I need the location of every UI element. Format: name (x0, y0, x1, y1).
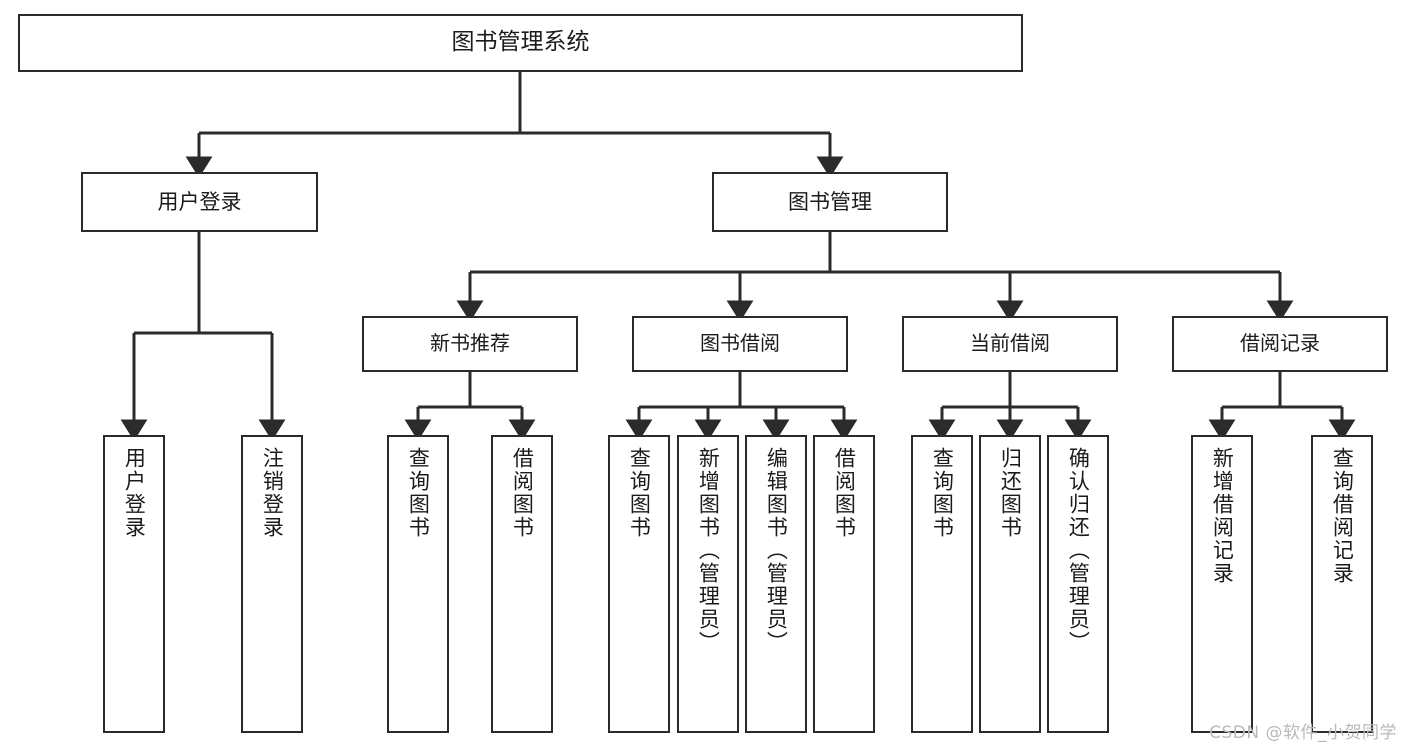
node-label: 当前借阅 (970, 331, 1050, 356)
leaf-current-confirm-return-admin[interactable]: 确认归还（管理员） (1047, 435, 1109, 733)
node-label: 借阅记录 (1240, 331, 1320, 356)
node-label: 归还图书 (998, 447, 1023, 539)
node-label: 查询借阅记录 (1330, 447, 1355, 585)
node-label: 图书管理系统 (451, 29, 590, 56)
node-label: 查询图书 (930, 447, 955, 539)
node-current-borrow[interactable]: 当前借阅 (902, 316, 1118, 372)
node-label: 注销登录 (260, 447, 285, 539)
node-label: 用户登录 (122, 447, 147, 539)
node-book-management[interactable]: 图书管理 (712, 172, 948, 232)
node-label: 用户登录 (157, 189, 242, 214)
node-borrow-record[interactable]: 借阅记录 (1172, 316, 1388, 372)
node-label: 图书管理 (788, 189, 872, 214)
leaf-borrow-query-book[interactable]: 查询图书 (608, 435, 670, 733)
leaf-record-query-borrow-record[interactable]: 查询借阅记录 (1311, 435, 1373, 733)
node-label: 图书借阅 (700, 331, 780, 356)
leaf-recommend-query-book[interactable]: 查询图书 (387, 435, 449, 733)
leaf-borrow-edit-book-admin[interactable]: 编辑图书（管理员） (745, 435, 807, 733)
leaf-recommend-borrow-book[interactable]: 借阅图书 (491, 435, 553, 733)
leaf-user-login-login[interactable]: 用户登录 (103, 435, 165, 733)
node-label: 编辑图书（管理员） (764, 447, 789, 654)
node-label: 确认归还（管理员） (1066, 447, 1091, 654)
node-new-book-recommend[interactable]: 新书推荐 (362, 316, 578, 372)
leaf-current-query-book[interactable]: 查询图书 (911, 435, 973, 733)
node-label: 新书推荐 (430, 331, 510, 356)
node-label: 借阅图书 (832, 447, 857, 539)
leaf-record-add-borrow-record[interactable]: 新增借阅记录 (1191, 435, 1253, 733)
csdn-watermark: CSDN @软件_小贺同学 (1209, 723, 1397, 743)
node-label: 新增借阅记录 (1210, 447, 1235, 585)
node-label: 查询图书 (406, 447, 431, 539)
leaf-borrow-borrow-book[interactable]: 借阅图书 (813, 435, 875, 733)
node-user-login[interactable]: 用户登录 (81, 172, 318, 232)
node-root-book-management-system[interactable]: 图书管理系统 (18, 14, 1023, 72)
node-label: 借阅图书 (510, 447, 535, 539)
node-label: 新增图书（管理员） (696, 447, 721, 654)
node-label: 查询图书 (627, 447, 652, 539)
leaf-user-login-logout[interactable]: 注销登录 (241, 435, 303, 733)
leaf-current-return-book[interactable]: 归还图书 (979, 435, 1041, 733)
node-book-borrow[interactable]: 图书借阅 (632, 316, 848, 372)
leaf-borrow-add-book-admin[interactable]: 新增图书（管理员） (677, 435, 739, 733)
